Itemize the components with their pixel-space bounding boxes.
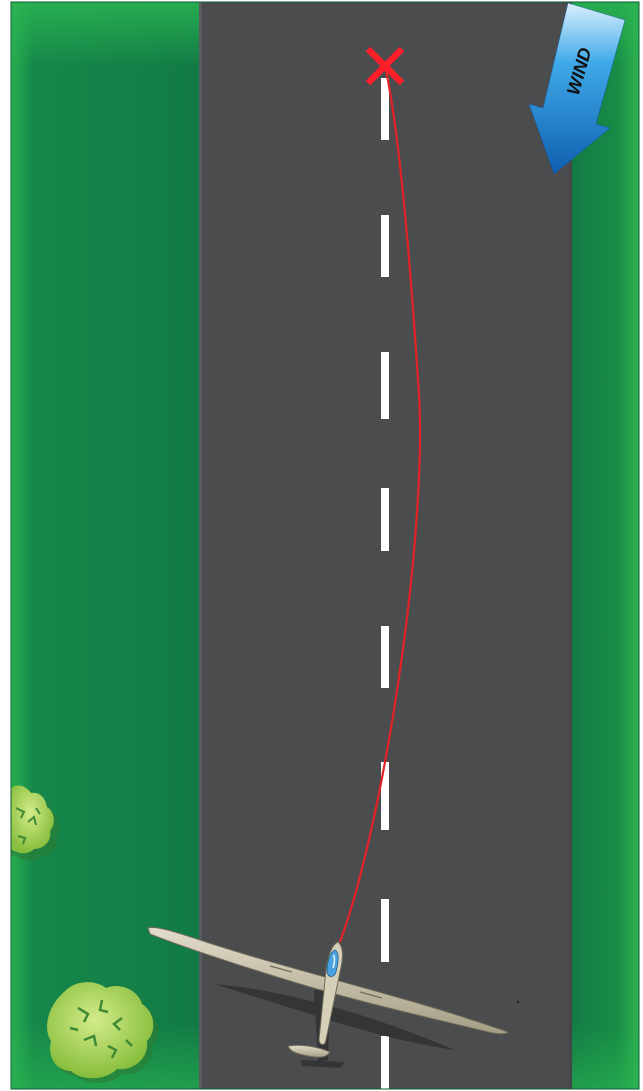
centerline-dash [381,1036,389,1089]
centerline-dash [381,78,389,140]
centerline-dash [381,488,389,551]
centerline-dash [381,352,389,419]
centerline-dash [381,626,389,688]
centerline-dash [381,899,389,962]
runway-debris [517,1001,519,1003]
centerline-dash [381,215,389,277]
runway-edge-right [569,2,572,1089]
grass-right-fade [571,2,639,1089]
runway-edge-left [199,2,202,1089]
grass-left-fade [11,2,201,1089]
